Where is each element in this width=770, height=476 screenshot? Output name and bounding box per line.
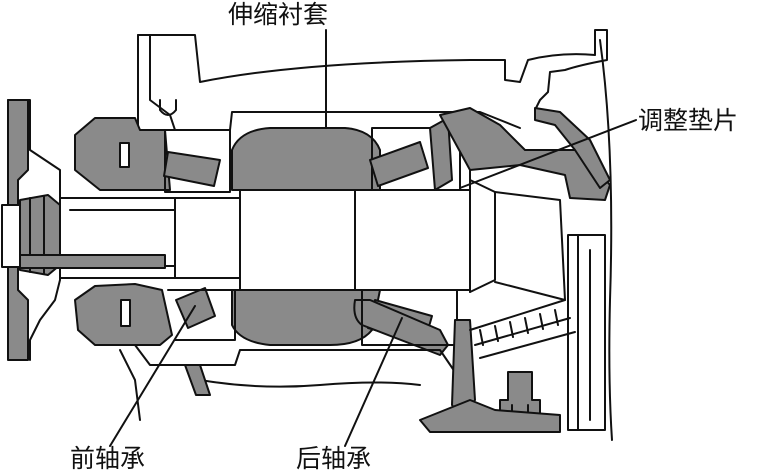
shaft-taper [469, 179, 496, 293]
shaft-step [239, 189, 356, 291]
housing-slot-upper [159, 99, 177, 116]
rear-bearing-cage-lower [361, 289, 458, 346]
telescopic-sleeve-upper [231, 127, 381, 191]
left-flange-outer [7, 99, 61, 361]
label-adjusting-shim: 调整垫片 [638, 106, 739, 135]
housing-lower-web [119, 349, 421, 421]
front-bearing-roller-upper [163, 151, 221, 187]
front-slot-upper [119, 142, 130, 168]
housing-left-wall [99, 34, 139, 129]
input-shaft [59, 189, 471, 291]
leader-rear-bearing [344, 317, 403, 447]
housing-lower-rib [184, 364, 211, 396]
diff-cover-lower [419, 399, 561, 433]
label-rear-bearing: 后轴承 [296, 444, 372, 473]
housing-upper-outline [137, 29, 608, 111]
gear-teeth-ticks [479, 309, 559, 346]
rear-race-upper [429, 117, 453, 191]
diff-outer-curve [599, 39, 613, 441]
telescopic-sleeve-lower [231, 289, 381, 346]
front-slot-lower [120, 299, 131, 327]
leader-front-bearing [109, 305, 196, 447]
diff-housing-right [567, 234, 606, 431]
adjusting-shim [534, 107, 611, 189]
gear-bore [469, 169, 566, 301]
leader-adjusting-shim [459, 119, 637, 189]
front-bearing-cage-upper [164, 129, 231, 193]
gear-teeth-band [469, 299, 576, 359]
shaft-bottom-stripe [19, 254, 166, 269]
label-front-bearing: 前轴承 [70, 444, 146, 473]
front-bearing-cage-lower [167, 289, 236, 341]
front-bearing-roller-lower [175, 287, 216, 329]
rear-race-lower [353, 299, 449, 356]
ring-gear-upper [439, 107, 611, 201]
label-telescopic-sleeve: 伸缩衬套 [228, 0, 329, 29]
rear-bearing-roller-upper [369, 141, 429, 187]
diff-housing-inner [577, 234, 591, 431]
